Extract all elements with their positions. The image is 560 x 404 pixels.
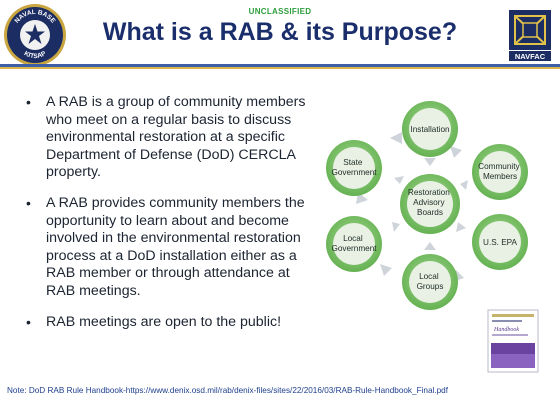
bullet-text: A RAB is a group of community members wh… bbox=[46, 94, 306, 181]
center-label: Restoration Advisory Boards bbox=[408, 188, 452, 217]
bullet-icon: • bbox=[26, 94, 31, 110]
rab-stakeholder-diagram: Restoration Advisory Boards Installation… bbox=[326, 101, 528, 310]
page-title: What is a RAB & its Purpose? bbox=[102, 18, 458, 46]
navfac-logo-text: NAVFAC bbox=[515, 52, 546, 61]
bullet-item: • RAB meetings are open to the public! bbox=[22, 314, 322, 332]
node-local-gov-label: Local Government bbox=[331, 234, 377, 253]
node-local-government bbox=[333, 223, 375, 265]
header-divider-accent bbox=[0, 67, 560, 69]
node-us-epa bbox=[479, 221, 521, 263]
node-state-gov-label: State Government bbox=[331, 158, 377, 177]
node-installation bbox=[409, 108, 451, 150]
bullet-icon: • bbox=[26, 313, 31, 330]
svg-text:KITSAP: KITSAP bbox=[23, 50, 48, 60]
handbook-cover-title: Handbook bbox=[493, 327, 519, 333]
node-community-members bbox=[479, 151, 521, 193]
classification-label: UNCLASSIFIED bbox=[248, 7, 312, 16]
bullet-list: • A RAB is a group of community members w… bbox=[22, 94, 322, 344]
node-epa-label: U.S. EPA bbox=[483, 238, 518, 247]
bullet-text: A RAB provides community members the opp… bbox=[46, 194, 305, 299]
header-divider bbox=[0, 64, 560, 67]
node-state-government bbox=[333, 147, 375, 189]
bullet-item: • A RAB is a group of community members w… bbox=[22, 94, 322, 182]
handbook-cover-image: Handbook bbox=[487, 309, 539, 373]
bullet-text: RAB meetings are open to the public! bbox=[46, 313, 282, 330]
node-installation-label: Installation bbox=[410, 125, 450, 134]
node-local-groups-label: Local Groups bbox=[417, 272, 444, 291]
bullet-item: • A RAB provides community members the op… bbox=[22, 195, 322, 301]
naval-base-kitsap-logo: NAVAL BASE KITSAP bbox=[4, 4, 66, 66]
node-community-label: Community Members bbox=[478, 162, 522, 181]
node-local-groups bbox=[409, 261, 451, 303]
center-connectors bbox=[392, 158, 468, 250]
center-node bbox=[407, 181, 453, 227]
source-note: Note: DoD RAB Rule Handbook-https://www.… bbox=[7, 386, 448, 395]
navfac-logo: NAVFAC bbox=[509, 10, 551, 61]
bullet-icon: • bbox=[26, 194, 31, 211]
